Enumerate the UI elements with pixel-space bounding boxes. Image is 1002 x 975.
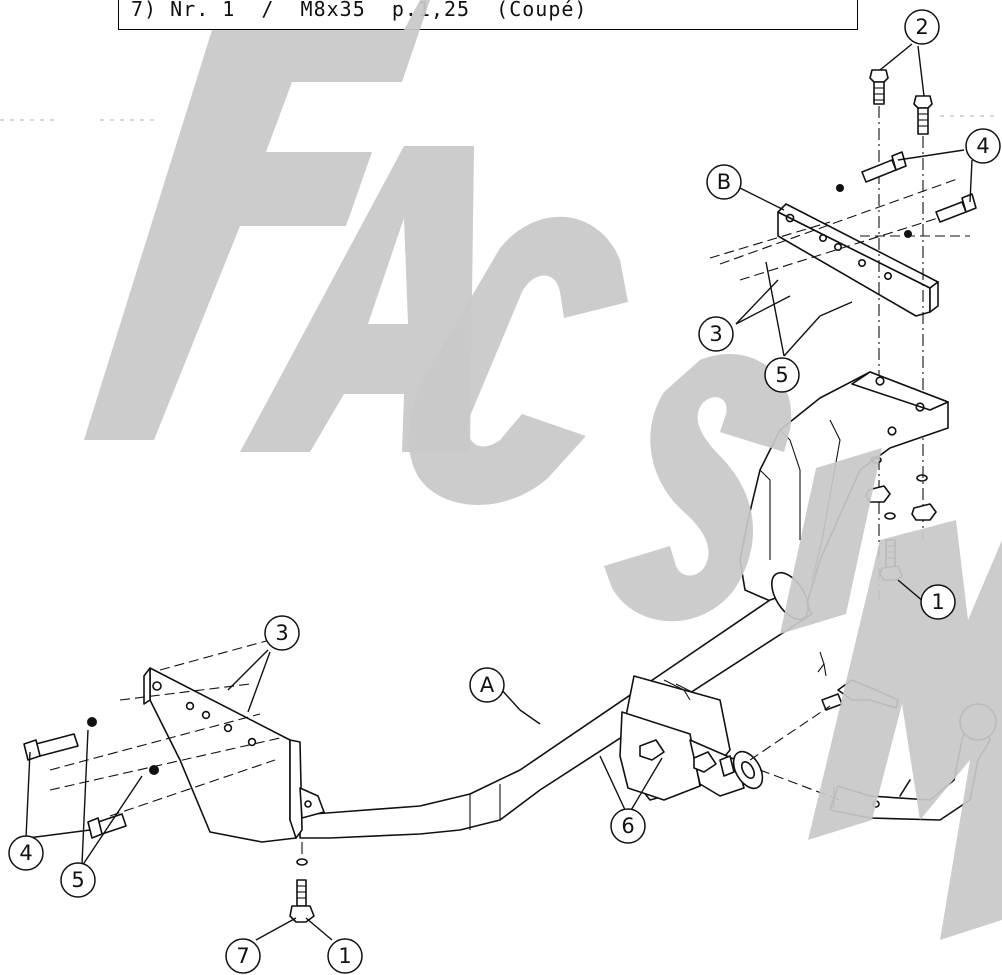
callout-1-right: 1 [920, 584, 956, 620]
bracket-b-axes [709, 177, 971, 281]
watermark [84, 0, 1002, 940]
svg-text:4: 4 [19, 841, 32, 865]
svg-text:3: 3 [709, 322, 722, 346]
callout-6: 6 [610, 808, 646, 844]
callout-5-top: 5 [764, 357, 800, 393]
parts-list-box: 7) Nr. 1 / M8x35 p.1,25 (Coupé) [118, 0, 858, 30]
svg-text:4: 4 [976, 134, 989, 158]
svg-text:5: 5 [71, 868, 84, 892]
callout-3-top: 3 [698, 316, 734, 352]
svg-text:B: B [717, 170, 731, 194]
callouts: 2 4 B 3 5 [8, 9, 1001, 974]
svg-text:7: 7 [236, 944, 249, 968]
callout-a: A [469, 667, 505, 703]
scan-marks [0, 115, 1000, 121]
svg-text:6: 6 [621, 814, 634, 838]
svg-text:5: 5 [775, 363, 788, 387]
bolts-4-upper [836, 151, 977, 238]
callout-4-top: 4 [965, 128, 1001, 164]
callout-2: 2 [904, 9, 940, 45]
parts-list-line: 7) Nr. 1 / M8x35 p.1,25 (Coupé) [131, 0, 588, 21]
callout-5-left: 5 [60, 862, 96, 898]
svg-text:A: A [480, 673, 495, 697]
svg-text:1: 1 [338, 944, 351, 968]
callout-b: B [706, 164, 742, 200]
svg-text:2: 2 [915, 15, 928, 39]
callout-7: 7 [225, 938, 261, 974]
bolts-2 [869, 69, 933, 600]
callout-1-bottom: 1 [327, 938, 363, 974]
callout-4-left: 4 [8, 835, 44, 871]
bracket-b [777, 203, 939, 317]
svg-text:3: 3 [275, 621, 288, 645]
callout-3-left: 3 [264, 615, 300, 651]
svg-text:1: 1 [931, 590, 944, 614]
